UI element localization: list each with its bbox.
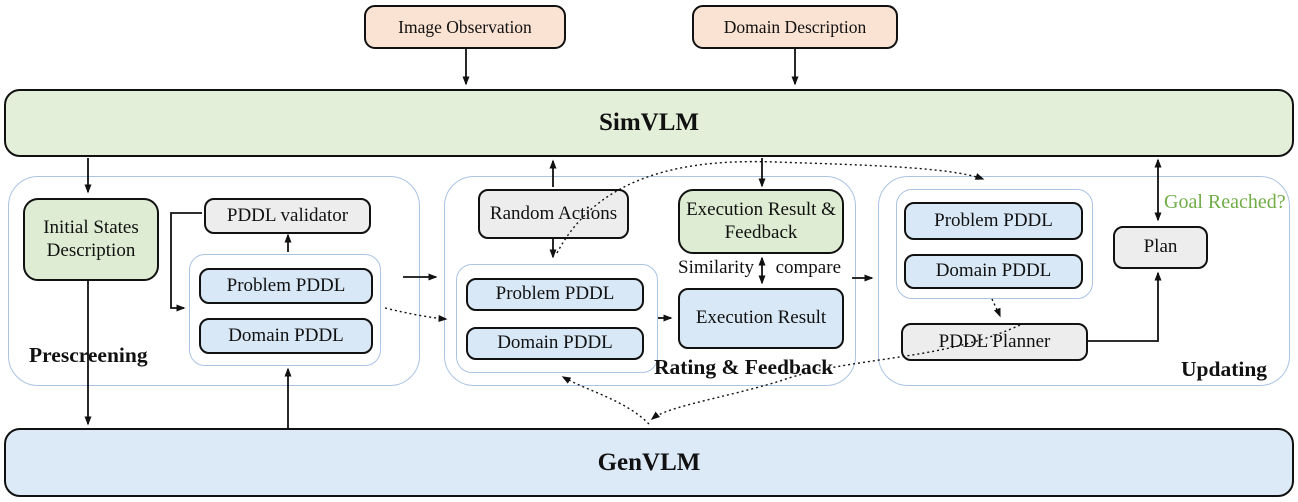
updating-domain-pddl-box: Domain PDDL	[904, 254, 1083, 289]
genvlm-label: GenVLM	[597, 448, 701, 476]
random-actions-box: Random Actions	[478, 189, 629, 239]
compare-word: compare	[775, 257, 841, 278]
pddl-validator-box: PDDL validator	[204, 198, 371, 234]
updating-panel: Problem PDDL Domain PDDL Plan Goal Reach…	[878, 176, 1290, 386]
execution-result-box: Execution Result	[678, 288, 844, 349]
updating-problem-pddl-box: Problem PDDL	[904, 202, 1083, 240]
genvlm-bar: GenVLM	[4, 428, 1294, 497]
domain-description-box: Domain Description	[692, 5, 898, 49]
plan-box: Plan	[1113, 226, 1208, 269]
prescreening-label: Prescreening	[29, 343, 148, 367]
goal-reached-label: Goal Reached?	[1164, 191, 1286, 213]
rating-domain-pddl-box: Domain PDDL	[466, 327, 644, 360]
rating-problem-pddl-box: Problem PDDL	[466, 278, 644, 311]
prescreening-problem-pddl-box: Problem PDDL	[199, 268, 373, 304]
execution-result-feedback-box: Execution Result & Feedback	[678, 189, 844, 254]
image-observation-box: Image Observation	[364, 5, 566, 49]
initial-states-description-box: Initial States Description	[23, 198, 159, 281]
pddl-planner-box: PDDL Planner	[901, 323, 1088, 361]
rating-pddl-container	[456, 264, 658, 373]
simvlm-bar: SimVLM	[4, 89, 1294, 157]
prescreening-domain-pddl-box: Domain PDDL	[199, 318, 373, 354]
prescreening-pddl-container	[189, 254, 381, 366]
rating-feedback-label: Rating & Feedback	[654, 355, 834, 379]
prescreening-panel: Initial States Description PDDL validato…	[8, 176, 420, 386]
similarity-word: Similarity	[678, 257, 754, 278]
rating-feedback-panel: Random Actions Problem PDDL Domain PDDL …	[444, 176, 856, 386]
similarity-compare-label: Similarity compare	[678, 257, 841, 279]
simvlm-label: SimVLM	[599, 109, 699, 136]
updating-label: Updating	[1181, 357, 1268, 381]
